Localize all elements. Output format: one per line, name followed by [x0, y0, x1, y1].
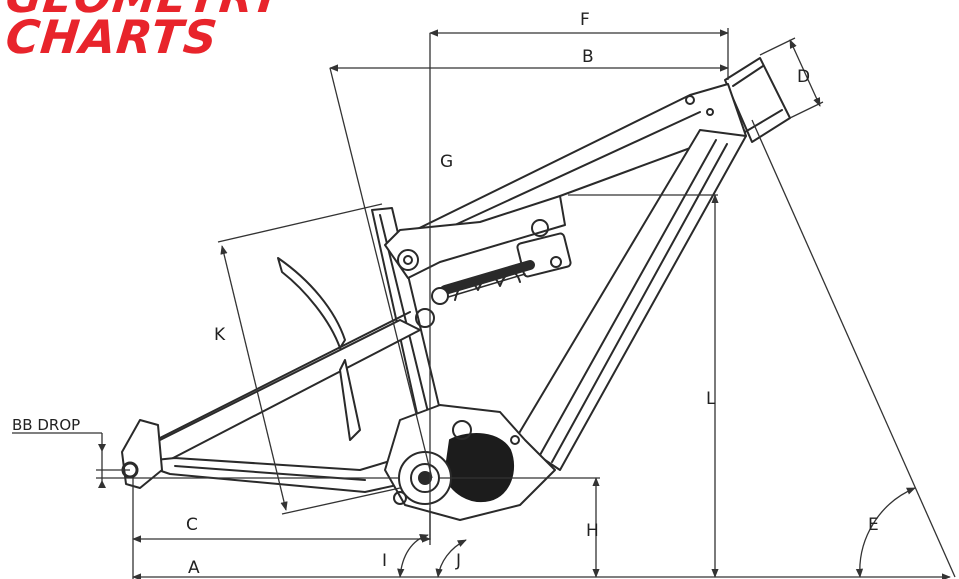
label-k: K	[214, 325, 226, 345]
label-i: I	[382, 551, 387, 571]
dimension-lines	[12, 28, 956, 579]
label-c: C	[186, 515, 198, 535]
label-d: D	[797, 67, 810, 87]
label-e: E	[868, 515, 879, 535]
label-a: A	[188, 558, 200, 578]
head-angle-arc	[855, 487, 916, 578]
dimension-line-d	[789, 39, 821, 107]
label-j: J	[455, 551, 461, 571]
dimension-labels: A B C D E F G H I J K L BB DROP	[12, 10, 879, 578]
seat-angle-arc-i	[397, 533, 429, 578]
label-b: B	[582, 47, 594, 67]
down-tube	[514, 129, 747, 471]
steering-axis-line	[751, 119, 956, 578]
seat-angle-arc-j	[435, 539, 467, 578]
seat-stay	[129, 308, 435, 471]
label-l: L	[706, 389, 716, 409]
bike-frame	[121, 57, 791, 521]
mudguard	[277, 257, 361, 441]
motor-unit	[384, 404, 556, 521]
seat-tube-axis	[329, 67, 433, 479]
label-g: G	[440, 152, 453, 172]
head-tube	[724, 57, 791, 143]
label-h: H	[586, 521, 599, 541]
shock-absorber	[431, 232, 572, 305]
label-f: F	[580, 10, 590, 30]
dimension-line-k	[220, 245, 288, 511]
label-bb-drop: BB DROP	[12, 416, 80, 434]
